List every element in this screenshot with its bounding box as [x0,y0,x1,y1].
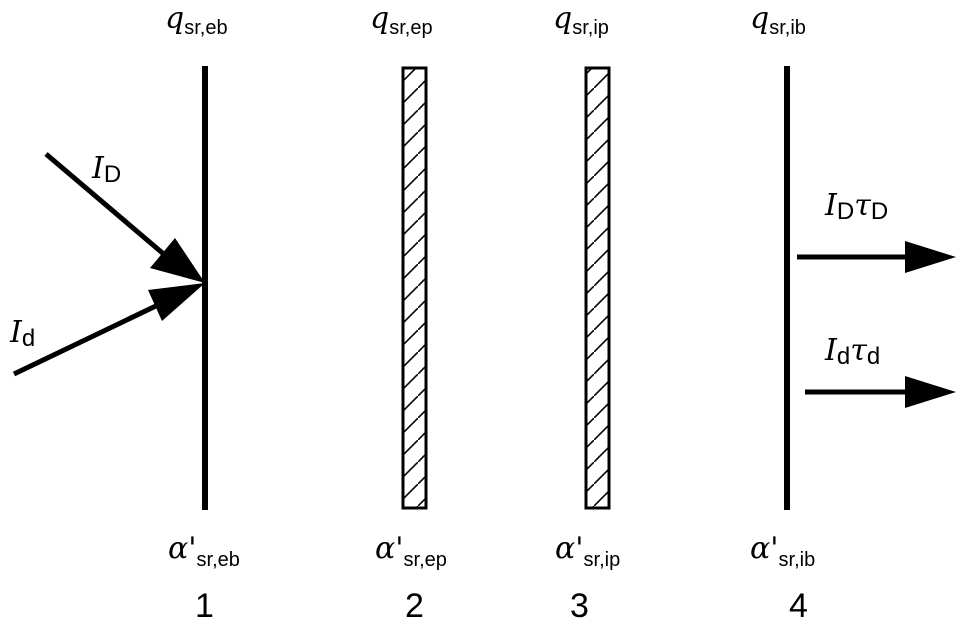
layer-2-number: 2 [405,587,424,625]
incoming-direct-arrow [44,152,205,283]
outgoing-direct-arrow [797,241,956,273]
layer-2-bottom-label: α'sr,ep [375,531,447,571]
layer-3-number: 3 [570,587,589,625]
outgoing-diffuse-label: Idτd [824,333,880,370]
layer-1-number: 1 [195,587,214,625]
incoming-direct-label: ID [91,151,121,188]
layer-3-strip [584,66,611,510]
layer-3-top-label: qsr,ip [553,1,609,39]
incoming-diffuse-label: Id [9,315,35,352]
layer-4-bottom-label: α'sr,ib [750,531,815,571]
outgoing-diffuse-arrow [805,376,956,408]
layer-2-top-label: qsr,ep [370,1,433,39]
layer-1-bottom-label: α'sr,eb [168,531,240,571]
incoming-diffuse-arrow [12,283,205,377]
layer-4-number: 4 [789,587,808,625]
layer-2-strip [401,66,428,510]
outgoing-direct-label: IDτD [824,188,888,225]
layer-4-top-label: qsr,ib [750,1,806,39]
layer-1-top-label: qsr,eb [165,1,228,39]
layer-3-bottom-label: α'sr,ip [555,531,620,571]
